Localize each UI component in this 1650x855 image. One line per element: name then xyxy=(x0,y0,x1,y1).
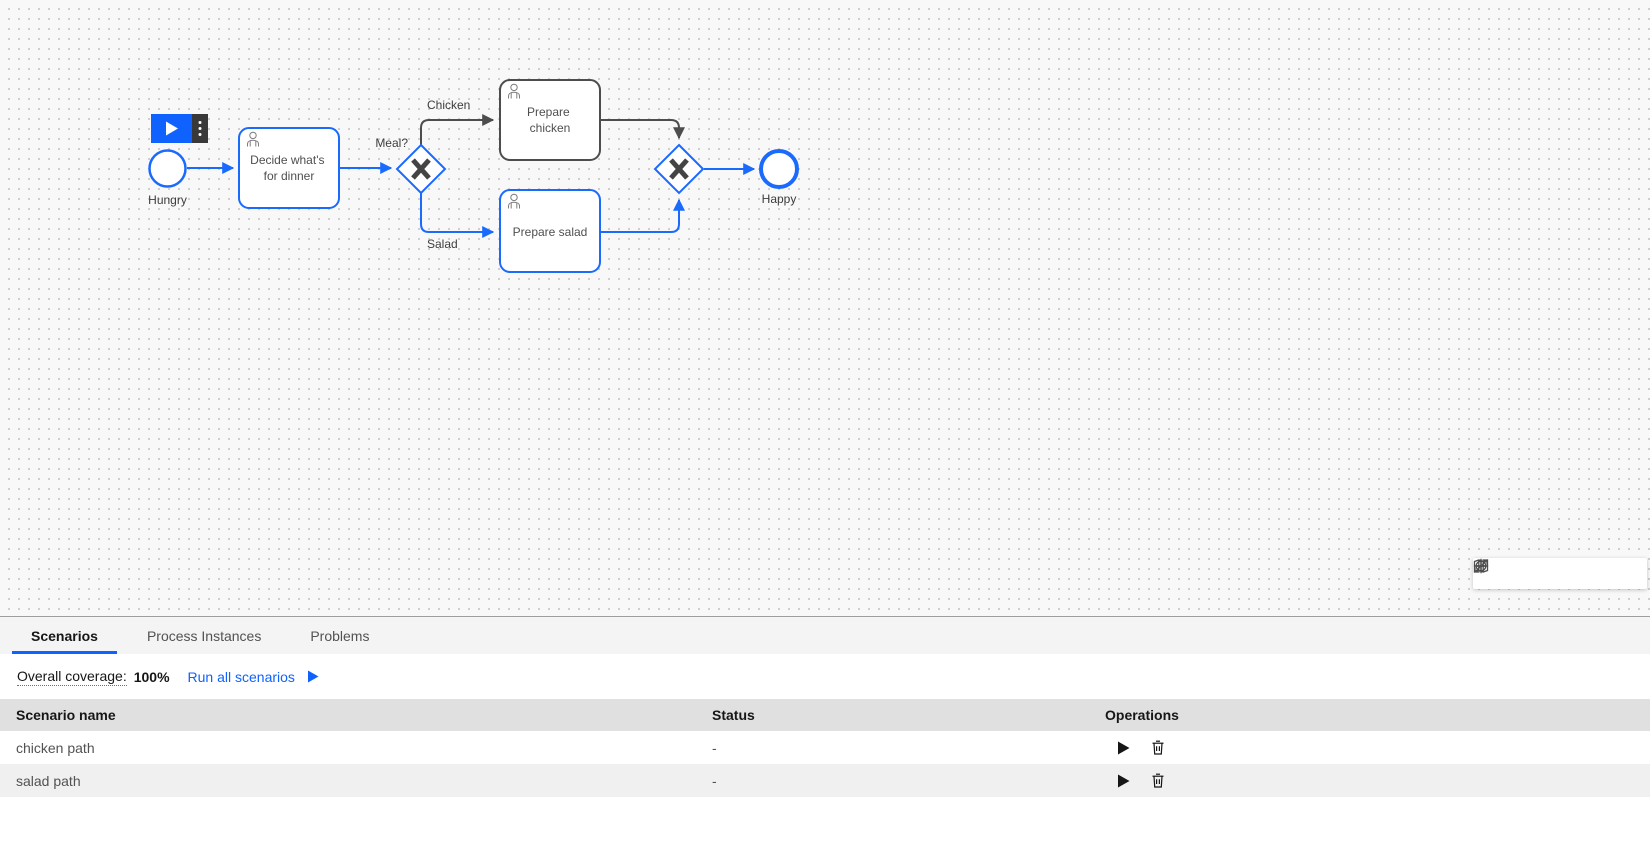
sequence-flow-chicken[interactable] xyxy=(420,114,495,146)
table-row: salad path - xyxy=(0,764,1650,797)
run-all-scenarios-button[interactable]: Run all scenarios xyxy=(188,669,319,685)
center-focus-button[interactable] xyxy=(1473,558,1577,589)
task-chicken-label-line1: Prepare xyxy=(527,105,570,119)
run-all-scenarios-label: Run all scenarios xyxy=(187,668,295,685)
play-scenario-overlay-button[interactable] xyxy=(151,114,192,143)
zoom-in-icon xyxy=(1475,560,1487,572)
svg-text:Prepare chicken: Prepare chicken xyxy=(527,105,573,135)
trash-icon xyxy=(1152,740,1164,755)
column-header-status: Status xyxy=(712,707,755,723)
exclusive-gateway-marker xyxy=(411,158,431,180)
exclusive-gateway-join[interactable] xyxy=(653,143,705,195)
context-menu-overlay-button[interactable] xyxy=(192,114,208,143)
scenario-name: chicken path xyxy=(16,739,95,756)
run-scenario-button[interactable] xyxy=(1117,741,1130,755)
task-decide-label-line2: for dinner xyxy=(264,169,315,183)
kebab-menu-icon xyxy=(198,121,202,136)
gateway-label: Meal? xyxy=(375,136,408,150)
play-icon xyxy=(307,670,319,683)
bpmn-diagram: Hungry Decide what's for dinner xyxy=(148,79,799,273)
tab-scenarios[interactable]: Scenarios xyxy=(12,617,117,654)
scenario-status: - xyxy=(712,772,717,789)
sequence-flow-salad-to-join[interactable] xyxy=(600,198,685,233)
play-icon xyxy=(1118,774,1130,787)
end-event-label: Happy xyxy=(762,192,797,206)
table-header-row: Scenario name Status Operations xyxy=(0,699,1650,731)
zoom-in-button[interactable] xyxy=(1475,558,1645,589)
table-row: chicken path - xyxy=(0,731,1650,764)
exclusive-gateway-split[interactable] xyxy=(395,143,447,195)
test-panel: Scenarios Process Instances Problems Ove… xyxy=(0,616,1650,855)
canvas-controls xyxy=(1473,558,1647,589)
svg-text:Decide what's for dinn: Decide what's for dinner xyxy=(250,153,328,183)
delete-scenario-button[interactable] xyxy=(1150,772,1166,789)
coverage-row: Overall coverage: 100% Run all scenarios xyxy=(0,654,1650,699)
delete-scenario-button[interactable] xyxy=(1150,739,1166,756)
task-chicken-label-line2: chicken xyxy=(530,121,571,135)
scenario-table: Scenario name Status Operations chicken … xyxy=(0,699,1650,797)
run-scenario-button[interactable] xyxy=(1117,774,1130,788)
user-task-decide[interactable]: Decide what's for dinner xyxy=(238,127,340,209)
flow-salad-label: Salad xyxy=(427,237,458,251)
start-event[interactable] xyxy=(148,149,187,188)
scenario-name: salad path xyxy=(16,772,81,789)
end-event[interactable] xyxy=(759,149,799,189)
user-task-prepare-chicken[interactable]: Prepare chicken xyxy=(499,79,601,161)
zoom-out-button[interactable] xyxy=(1475,558,1611,589)
user-task-prepare-salad[interactable]: Prepare salad xyxy=(499,189,601,273)
sequence-flow-salad[interactable] xyxy=(420,192,495,238)
play-icon xyxy=(166,121,178,136)
trash-icon xyxy=(1152,773,1164,788)
scenario-status: - xyxy=(712,739,717,756)
minimap-button[interactable] xyxy=(1473,558,1543,589)
tab-problems[interactable]: Problems xyxy=(310,627,370,644)
task-salad-label: Prepare salad xyxy=(513,225,588,239)
coverage-label: Overall coverage: xyxy=(17,667,127,686)
task-decide-label-line1: Decide what's xyxy=(250,153,324,167)
coverage-value: 100% xyxy=(133,668,170,685)
tab-process-instances[interactable]: Process Instances xyxy=(146,627,262,644)
sequence-flow-chicken-to-join[interactable] xyxy=(600,119,685,140)
panel-tabbar: Scenarios Process Instances Problems xyxy=(0,617,1650,654)
column-header-scenario-name: Scenario name xyxy=(16,707,116,723)
column-header-operations: Operations xyxy=(1105,707,1179,723)
flow-chicken-label: Chicken xyxy=(427,98,470,112)
exclusive-gateway-marker xyxy=(669,158,689,180)
start-event-label: Hungry xyxy=(148,193,187,207)
bpmn-canvas[interactable]: Hungry Decide what's for dinner xyxy=(0,0,1650,616)
play-icon xyxy=(1118,741,1130,754)
